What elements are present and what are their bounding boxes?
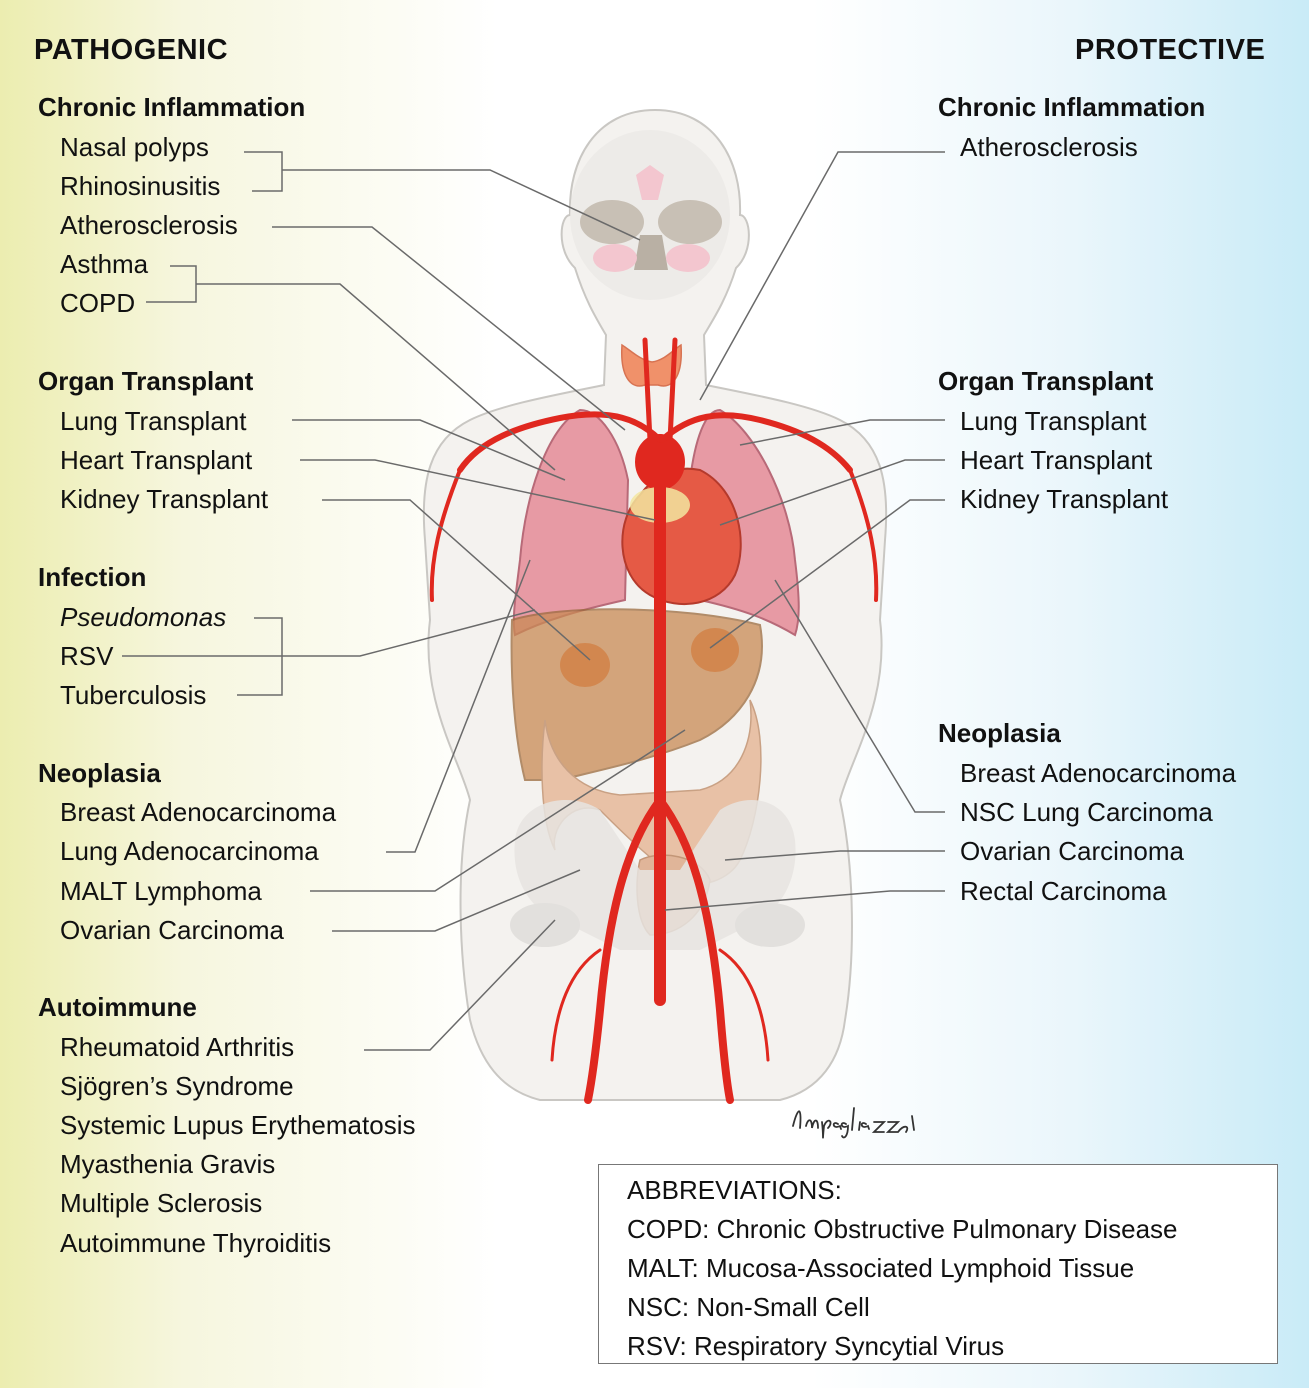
pathogenic-item-autoimmune-thyroiditis: Autoimmune Thyroiditis: [60, 1228, 331, 1259]
pathogenic-item-breast-adenocarcinoma: Breast Adenocarcinoma: [60, 797, 336, 828]
pathogenic-item-ovarian-carcinoma: Ovarian Carcinoma: [60, 915, 284, 946]
pathogenic-item-heart-transplant: Heart Transplant: [60, 445, 252, 476]
pathogenic-item-atherosclerosis: Atherosclerosis: [60, 210, 238, 241]
pathogenic-item-rsv: RSV: [60, 641, 113, 672]
pathogenic-header: PATHOGENIC: [34, 34, 228, 67]
protective-item-ovarian-carcinoma: Ovarian Carcinoma: [960, 836, 1184, 867]
pathogenic-chronic-inflammation-title: Chronic Inflammation: [38, 92, 305, 123]
pathogenic-neoplasia-title: Neoplasia: [38, 758, 161, 789]
abbreviations-title: ABBREVIATIONS:: [627, 1175, 842, 1206]
protective-neoplasia-title: Neoplasia: [938, 718, 1061, 749]
pathogenic-item-nasal-polyps: Nasal polyps: [60, 132, 209, 163]
pathogenic-item-malt-lymphoma: MALT Lymphoma: [60, 876, 262, 907]
pathogenic-item-systemic-lupus: Systemic Lupus Erythematosis: [60, 1110, 415, 1141]
abbreviation-copd: COPD: Chronic Obstructive Pulmonary Dise…: [627, 1214, 1178, 1245]
pathogenic-organ-transplant-title: Organ Transplant: [38, 366, 253, 397]
protective-item-heart-transplant: Heart Transplant: [960, 445, 1152, 476]
pathogenic-item-lung-adenocarcinoma: Lung Adenocarcinoma: [60, 836, 319, 867]
pathogenic-item-lung-transplant: Lung Transplant: [60, 406, 246, 437]
abbreviation-rsv: RSV: Respiratory Syncytial Virus: [627, 1331, 1004, 1362]
artist-signature: [788, 1096, 938, 1146]
protective-chronic-inflammation-title: Chronic Inflammation: [938, 92, 1205, 123]
pathogenic-item-copd: COPD: [60, 288, 135, 319]
pathogenic-item-pseudomonas: Pseudomonas: [60, 602, 226, 633]
pathogenic-item-rheumatoid-arthritis: Rheumatoid Arthritis: [60, 1032, 294, 1063]
pathogenic-item-kidney-transplant: Kidney Transplant: [60, 484, 268, 515]
protective-item-rectal-carcinoma: Rectal Carcinoma: [960, 876, 1167, 907]
pathogenic-item-sjogrens-syndrome: Sjögren’s Syndrome: [60, 1071, 294, 1102]
abbreviation-malt: MALT: Mucosa-Associated Lymphoid Tissue: [627, 1253, 1134, 1284]
protective-header: PROTECTIVE: [1075, 34, 1265, 67]
protective-item-lung-transplant: Lung Transplant: [960, 406, 1146, 437]
protective-item-breast-adenocarcinoma: Breast Adenocarcinoma: [960, 758, 1236, 789]
pathogenic-infection-title: Infection: [38, 562, 146, 593]
pathogenic-item-rhinosinusitis: Rhinosinusitis: [60, 171, 220, 202]
pathogenic-item-myasthenia-gravis: Myasthenia Gravis: [60, 1149, 275, 1180]
pathogenic-autoimmune-title: Autoimmune: [38, 992, 197, 1023]
abbreviations-box: ABBREVIATIONS: COPD: Chronic Obstructive…: [598, 1164, 1278, 1364]
pathogenic-item-asthma: Asthma: [60, 249, 148, 280]
protective-item-atherosclerosis: Atherosclerosis: [960, 132, 1138, 163]
skull: [570, 130, 730, 300]
abbreviation-nsc: NSC: Non-Small Cell: [627, 1292, 870, 1323]
protective-item-nsc-lung-carcinoma: NSC Lung Carcinoma: [960, 797, 1213, 828]
pathogenic-item-tuberculosis: Tuberculosis: [60, 680, 206, 711]
protective-item-kidney-transplant: Kidney Transplant: [960, 484, 1168, 515]
protective-organ-transplant-title: Organ Transplant: [938, 366, 1153, 397]
pathogenic-item-multiple-sclerosis: Multiple Sclerosis: [60, 1188, 262, 1219]
